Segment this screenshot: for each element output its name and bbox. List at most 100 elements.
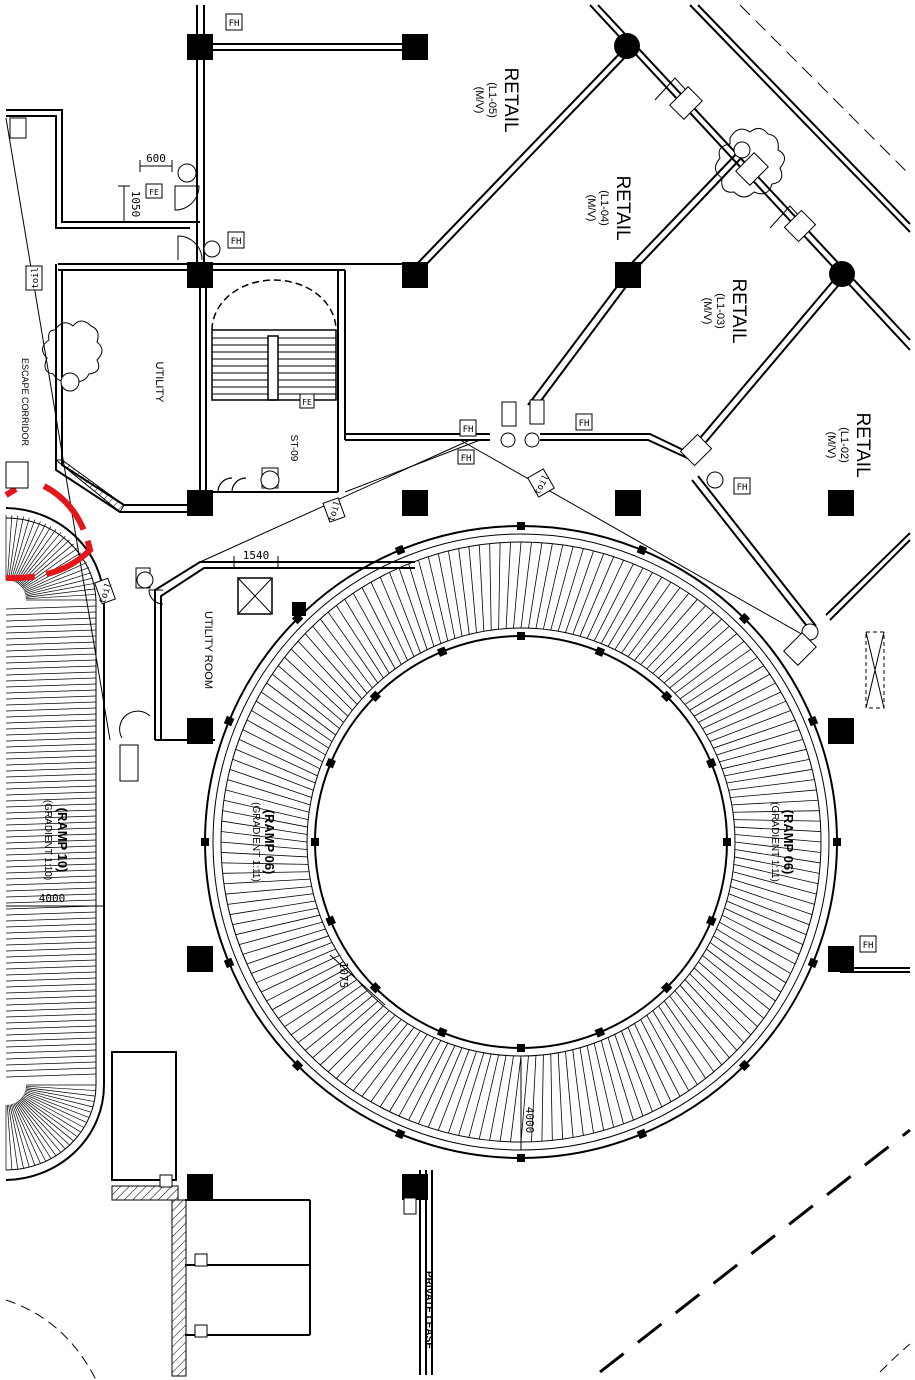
ramp06-tread [627,587,681,657]
ramp06-notch [394,1128,406,1140]
dim-1050: 1050 [129,191,142,218]
ramp06-notch [369,982,381,994]
ramp06-tread [304,633,363,700]
ramp06-notch [738,612,751,625]
ramp06-tread [221,852,308,858]
ramp10-tread [5,881,97,886]
ramp06-tread [290,648,353,711]
ramp10-tread [5,767,97,772]
ramp06-tread [565,1051,574,1138]
ramp06-tread [235,748,316,784]
ramp06-tread [284,656,349,717]
ramp06-tread [698,682,776,723]
ramp10-tread [6,1104,13,1170]
ramp06-tread [352,1023,408,1091]
ramp06-tread [225,886,312,895]
ramp06-tread [614,1034,644,1117]
ramp06-tread [505,542,511,629]
revision-clouds [42,128,885,709]
ramp10-tread [5,1073,97,1078]
ramp10-tread [12,1103,36,1166]
ramp10-tread [5,935,97,940]
ramp06-tread [627,1027,663,1108]
ramp06-tread [607,572,653,647]
ramp06-notch [436,1027,448,1038]
ramp06-notch [661,982,673,994]
ramp10-tread [23,562,87,592]
tag-fh-3: FH [463,425,474,435]
ramp10-tread [5,953,97,958]
ramp06-tread [312,625,368,694]
ramp10-tread [5,641,97,646]
ramp06-tread [251,942,333,974]
retail-l1-03-title: RETAIL [728,278,749,343]
ramp06-tread [304,995,373,1051]
ramp06-tread [232,907,318,926]
ramp10-tread [5,857,97,862]
ramp06-tread [731,878,815,905]
ramp06-tread [698,961,764,1019]
ramp06-tread [732,871,817,895]
ramp10-tread [21,547,78,589]
stair-label: ST-09 [288,435,299,462]
ramp06-tread [246,935,329,965]
ramp10-tread [25,1087,96,1097]
ramp06-tread [468,1053,492,1138]
ramp06-tread [579,1047,594,1134]
ramp06-tread [312,1000,379,1059]
ramp10-tread [5,815,97,820]
ramp06-tread [408,1042,449,1121]
ramp10-tread [5,779,97,784]
ramp06-tread [255,700,329,749]
ramp06-notch [636,544,648,556]
ramp06-left-gradient: (GRADIENT 1:11) [250,802,261,882]
tag-fh-5: FH [579,419,590,429]
ramp06-tread [448,1051,477,1134]
ramp10-tread [5,1025,97,1030]
ramp06-tread [579,556,615,637]
ramp06-tread [658,1005,707,1079]
ramp10-tread [5,1013,97,1018]
ramp06-notch [369,690,381,702]
dim-1540: 1540 [243,549,270,562]
ramp06-tread [734,849,821,864]
ramp06-tread [535,543,553,629]
ramp06-tread [646,1014,690,1091]
ramp06-tread [370,582,408,661]
tag-fh-4: FH [461,454,472,464]
ramp06-tread [238,921,323,945]
ramp06-tread [335,605,384,679]
dimension-labels: 600 1050 1540 4000 4000 1075 [39,152,536,1133]
ramp06-tread [242,729,321,770]
ramp06-tread [669,995,723,1066]
ramp06-notch [223,715,235,727]
ramp10-tread [5,875,97,880]
ramp06-tread [389,1037,435,1112]
ramp06-tread [520,542,532,629]
ramp06-tread [389,572,421,654]
ramp06-tread [679,984,738,1051]
ramp06-tread [478,544,485,632]
ramp06-notch [706,757,717,769]
ramp06-tread [663,625,730,684]
ramp10-tread [25,583,95,597]
retail-l1-05-code: (L1-05) [486,82,498,117]
ramp10-tread [5,911,97,916]
dim-4000-ramp06: 4000 [523,1107,536,1134]
ramp06-tread [702,955,770,1011]
ramp10-tread [24,567,90,593]
ramp10-tread [5,713,97,718]
ramp06-tread [272,673,340,729]
ramp06-tread [499,1055,514,1142]
private-lease-label: PRIVATE LEASE [423,1271,434,1349]
ramp10-tread [17,1100,62,1153]
ramp10-tread [5,833,97,838]
ramp06-tread [246,719,323,763]
ramp06-tread [674,640,745,694]
ramp10-tread [5,827,97,832]
ramp10-tread [15,526,52,583]
walls [5,4,911,1375]
ramp10-tread [22,1095,82,1133]
ramp10-tread [5,1019,97,1024]
